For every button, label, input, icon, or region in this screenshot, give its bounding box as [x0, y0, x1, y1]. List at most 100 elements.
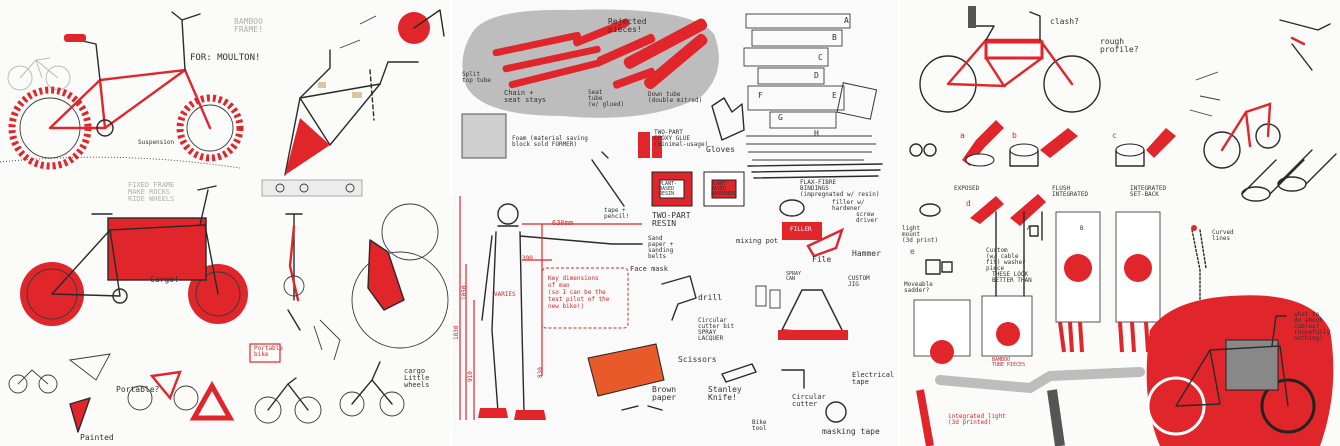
label-electrical-tape: Electrical tape [852, 371, 895, 386]
tools-materials-panel: Rejected pieces! Split top tube Chain + … [452, 0, 898, 446]
person-dimensions [459, 196, 643, 420]
key-dimensions-box [541, 267, 629, 329]
custom-jig [781, 289, 845, 335]
label-scissors: Scissors [678, 355, 717, 364]
label-dim-630: 630mm [552, 219, 574, 227]
label-stanley-knife: Stanley Knife! [708, 385, 742, 402]
wood-letter: F [758, 91, 763, 100]
label-bamboo-rings: BAMBOO TUBE PIECES [992, 357, 1026, 368]
label-plant-hardener: PLANT- BASED HARDENER [711, 181, 736, 197]
tall-bike-sketch [283, 213, 305, 331]
goggles [621, 405, 663, 411]
label-integrated-setback: INTEGRATED SET-BACK [1130, 185, 1167, 198]
label-moveable: Moveable sadder? [904, 281, 933, 294]
label-cargo: Cargo! [150, 275, 179, 284]
label-bamboo-frame: BAMBOO FRAME! [234, 17, 263, 34]
wood-pieces [743, 13, 876, 161]
option-d: d [966, 199, 971, 208]
top-bike-sketch [919, 6, 1101, 113]
bottom-bike-sketches [8, 343, 405, 433]
bamboo-handlebars [916, 367, 1145, 446]
wood-letter: E [832, 91, 837, 100]
label-dim-1050: 1050 [461, 285, 468, 300]
label-drill: drill [698, 293, 723, 302]
small-wheel-sketch [339, 9, 445, 49]
foam-block [461, 113, 507, 159]
label-rough-profile: rough profile? [1100, 37, 1139, 54]
label-tape-pencil: tape + pencil! [604, 207, 630, 220]
label-varies: VARIES [494, 291, 516, 298]
drill-sketch [661, 275, 697, 321]
wood-letter: G [778, 113, 783, 122]
label-portable: Portable? [116, 385, 160, 394]
bamboo-pieces [492, 18, 708, 90]
option-a: a [960, 131, 965, 140]
label-file: File [812, 255, 832, 264]
option-b: b [1012, 131, 1017, 140]
frame-joint-row [261, 179, 363, 197]
tag-b: B [1080, 225, 1084, 232]
label-custom-fit: Custom (w/ cable fit) washer piece [986, 247, 1026, 272]
label-flush: FLUSH INTEGRATED [1052, 185, 1089, 198]
flax-bindings [747, 163, 883, 179]
label-dim-830: 830 [537, 367, 544, 378]
wood-letter: A [844, 16, 849, 25]
label-sandpaper: Sand paper + sanding belts [648, 235, 674, 260]
wood-letter: H [814, 129, 819, 138]
label-faint-notes: FIXED FRAME MAKE ROCKS RIDE WHEELS [128, 181, 175, 203]
label-filler-hardener: filler w/ hardener [832, 199, 865, 212]
bike-concepts-panel: FOR: MOULTON! BAMBOO FRAME! Suspension C… [0, 0, 450, 446]
label-suspension: Suspension [138, 139, 175, 146]
label-split-top-tube: Split top tube [462, 71, 491, 84]
details-drawing [909, 6, 1337, 446]
filler-box [782, 222, 822, 240]
masking-tape-roll [825, 401, 847, 423]
tag-a: A [1027, 225, 1031, 232]
wood-letter: D [814, 71, 819, 80]
label-these-look: THESE LOOK BETTER THAN [992, 271, 1032, 284]
label-down-tube: Down tube (double mitred) [648, 91, 703, 104]
label-dim-390: 390 [522, 255, 533, 262]
final-cargo-bike [1146, 315, 1316, 436]
circular-cutter [781, 369, 805, 389]
label-painted: Painted [80, 433, 114, 442]
label-exposed: EXPOSED [954, 185, 980, 192]
label-screwdriver: screw driver [856, 211, 878, 224]
tape-pencil [591, 151, 625, 207]
cable-loop-sketch [1191, 225, 1207, 301]
faint-bike-sketch [7, 57, 71, 91]
label-clash: clash? [1050, 17, 1079, 26]
label-bike-tool: Bike tool [752, 419, 767, 432]
handlebar-sketch [1279, 19, 1331, 71]
bike-concepts-drawing [0, 9, 449, 433]
label-two-part-resin: TWO-PART RESIN [652, 211, 691, 228]
brown-paper [587, 343, 665, 397]
label-light-mount: light mount (3d print) [902, 225, 939, 244]
label-two-part-epoxy: TWO-PART EPOXY GLUE (minimal-usage) [654, 129, 709, 148]
label-spray-can: SPRAY CAN [786, 271, 802, 282]
label-gloves: Gloves [706, 145, 735, 154]
label-circular-cutter-bits: Circular cutter bit SPRAY LACQUER [698, 317, 735, 342]
epoxy-tube [638, 132, 650, 158]
joint-options [909, 120, 1176, 275]
option-c: c [1112, 131, 1117, 140]
label-integrated-light: integrated light (3d printed) [948, 413, 1006, 426]
label-dim-1830: 1830 [453, 325, 460, 340]
label-hammer: Hammer [852, 249, 881, 258]
label-chain-seat-stays: Chain + seat stays [504, 89, 547, 104]
label-what-to-do: what to do about cables? (hopefully noth… [1294, 311, 1331, 342]
label-portable-bike: Portable bike [254, 345, 283, 358]
label-plant-resin: PLANT- BASED RESIN [659, 181, 678, 197]
tools-drawing [459, 9, 883, 423]
label-key-dimensions: Key dimensions of man (so I can be the t… [548, 275, 610, 310]
label-mixing-pot: mixing pot [736, 237, 779, 245]
label-flax-fibre: FLAX-FIBRE BINDINGS (impregnated w/ resi… [800, 179, 880, 198]
label-foam: Foam (material saving block sold FORMER) [512, 135, 588, 148]
wood-letter: C [818, 53, 823, 62]
bamboo-frame-sketch [284, 49, 419, 176]
label-cargo-little-wheels: cargo Little wheels [404, 367, 430, 389]
cargo-bike-sketch [20, 185, 248, 326]
details-panel: clash? rough profile? a b c d e EXPOSED … [900, 0, 1340, 446]
option-e: e [910, 247, 915, 256]
